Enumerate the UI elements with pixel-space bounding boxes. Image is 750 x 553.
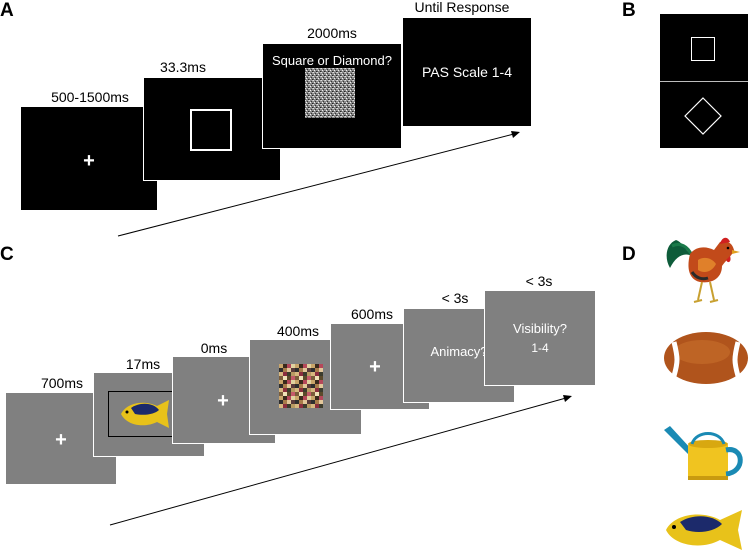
duration-label-c4: 400ms	[276, 323, 320, 339]
shape-divider	[660, 81, 748, 82]
fixation-cross-c3: +	[217, 390, 229, 412]
rooster-image	[666, 237, 740, 303]
fixation-cross-c5: +	[369, 356, 381, 378]
panel-letter-d: D	[622, 244, 636, 265]
screen-a3: Square or Diamond?	[262, 43, 402, 149]
duration-label-c1: 700ms	[40, 375, 84, 391]
duration-label-a4: Until Response	[414, 0, 510, 15]
panel-letter-c: C	[0, 244, 14, 265]
square-shape	[691, 37, 715, 61]
shape-stimuli-box	[659, 13, 749, 149]
visibility-scale-text: 1-4	[531, 341, 549, 355]
fixation-cross-c1: +	[55, 429, 67, 451]
square-or-diamond-text: Square or Diamond?	[272, 53, 392, 68]
duration-label-c3: 0ms	[200, 340, 228, 356]
panel-letter-b: B	[622, 0, 636, 21]
duration-label-a3: 2000ms	[307, 25, 357, 41]
duration-label-c2: 17ms	[125, 356, 161, 372]
duration-label-c6: < 3s	[441, 290, 469, 306]
screen-a4: PAS Scale 1-4	[402, 17, 532, 127]
duration-label-a2: 33.3ms	[160, 59, 206, 75]
noise-mask	[305, 68, 355, 118]
square-outline-stimulus	[190, 109, 232, 151]
pas-scale-text: PAS Scale 1-4	[421, 64, 512, 80]
diamond-shape	[684, 97, 722, 135]
watering-can-image	[664, 426, 743, 480]
screen-c7: Visibility? 1-4	[484, 290, 596, 386]
fish-image	[121, 400, 169, 428]
panel-letter-a: A	[0, 0, 14, 21]
screen-a1: +	[20, 106, 158, 211]
screen-a2	[143, 77, 281, 181]
color-mask	[279, 364, 323, 408]
fish-image-d	[666, 510, 742, 550]
duration-label-a1: 500-1500ms	[51, 89, 129, 105]
duration-label-c5: 600ms	[350, 306, 394, 322]
fixation-cross-a1: +	[83, 150, 95, 172]
duration-label-c7: < 3s	[525, 273, 553, 289]
visibility-question-text: Visibility?	[513, 321, 567, 336]
football-image	[664, 332, 748, 384]
animacy-question-text: Animacy?	[430, 344, 488, 359]
